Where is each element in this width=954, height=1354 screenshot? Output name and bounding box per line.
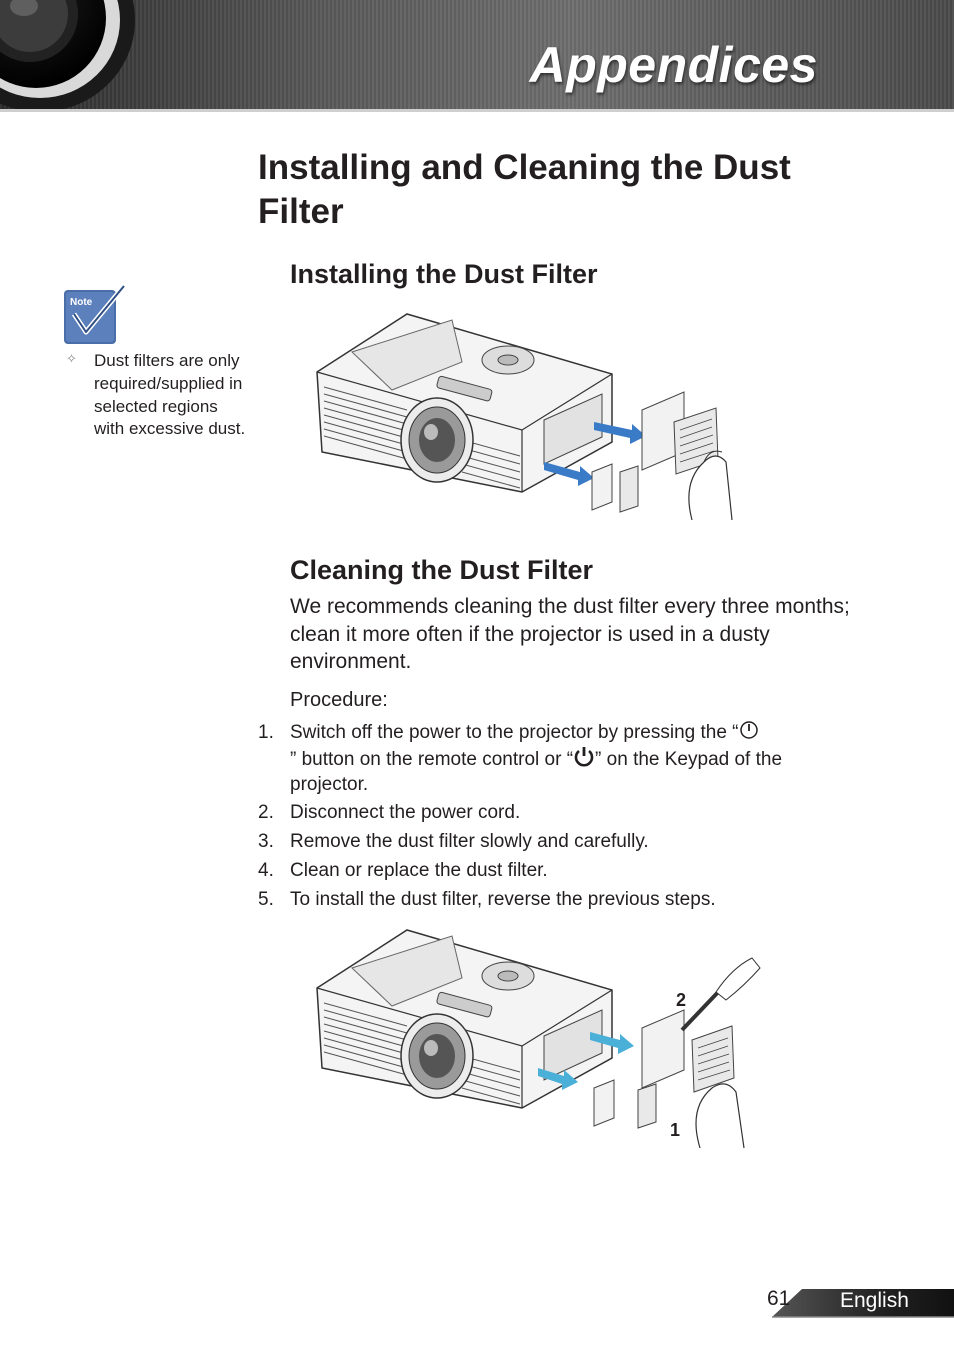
language-label: English xyxy=(840,1289,909,1312)
lens-graphic xyxy=(0,0,135,109)
power-icon xyxy=(739,721,758,739)
step-number: 4. xyxy=(258,860,274,881)
diagram-label: 2 xyxy=(676,990,686,1010)
page-number: 61 xyxy=(767,1287,791,1310)
step-number: 1. xyxy=(258,722,274,743)
header-title: Appendices xyxy=(529,37,818,93)
cleaning-paragraph: We recommends cleaning the dust filter e… xyxy=(290,595,850,673)
header-divider xyxy=(0,109,954,112)
procedure-steps: 1. Switch off the power to the projector… xyxy=(258,720,838,916)
step-item: 4. Clean or replace the dust filter. xyxy=(258,858,838,887)
note-bullet-icon: ✧ xyxy=(66,351,77,366)
header-banner: Appendices xyxy=(0,0,954,109)
note-label: Note xyxy=(70,297,93,308)
step-text-part: ” button on the remote control or “ xyxy=(290,749,574,770)
diagram-label: 1 xyxy=(670,1120,680,1140)
step-item: 3. Remove the dust filter slowly and car… xyxy=(258,829,838,858)
page-title: Installing and Cleaning the Dust Filter xyxy=(258,148,791,231)
cleaning-heading: Cleaning the Dust Filter xyxy=(290,555,594,585)
step-number: 3. xyxy=(258,831,274,852)
note-checkmark-icon: Note xyxy=(64,284,126,344)
footer-language-tab xyxy=(772,1289,954,1318)
step-number: 2. xyxy=(258,802,274,823)
step-number: 5. xyxy=(258,889,274,910)
step-item: 5. To install the dust filter, reverse t… xyxy=(258,887,838,916)
step-text: Remove the dust filter slowly and carefu… xyxy=(290,831,649,852)
step-text: Clean or replace the dust filter. xyxy=(290,860,548,881)
installing-heading: Installing the Dust Filter xyxy=(290,259,598,289)
step-text-part: ” on the Keypad of the projector. xyxy=(290,749,783,795)
note-text: Dust filters are only required/supplied … xyxy=(94,351,246,439)
step-text: To install the dust filter, reverse the … xyxy=(290,889,716,910)
install-filter-illustration xyxy=(316,313,733,521)
step-text: Disconnect the power cord. xyxy=(290,802,521,823)
step-text-part: Switch off the power to the projector by… xyxy=(290,722,739,743)
cleaning-filter-illustration: 2 1 xyxy=(316,929,761,1149)
keypad-power-icon xyxy=(574,747,594,767)
step-item: 1. Switch off the power to the projector… xyxy=(258,720,838,800)
header-texture xyxy=(0,0,954,109)
procedure-label: Procedure: xyxy=(290,689,388,711)
step-item: 2. Disconnect the power cord. xyxy=(258,800,838,829)
